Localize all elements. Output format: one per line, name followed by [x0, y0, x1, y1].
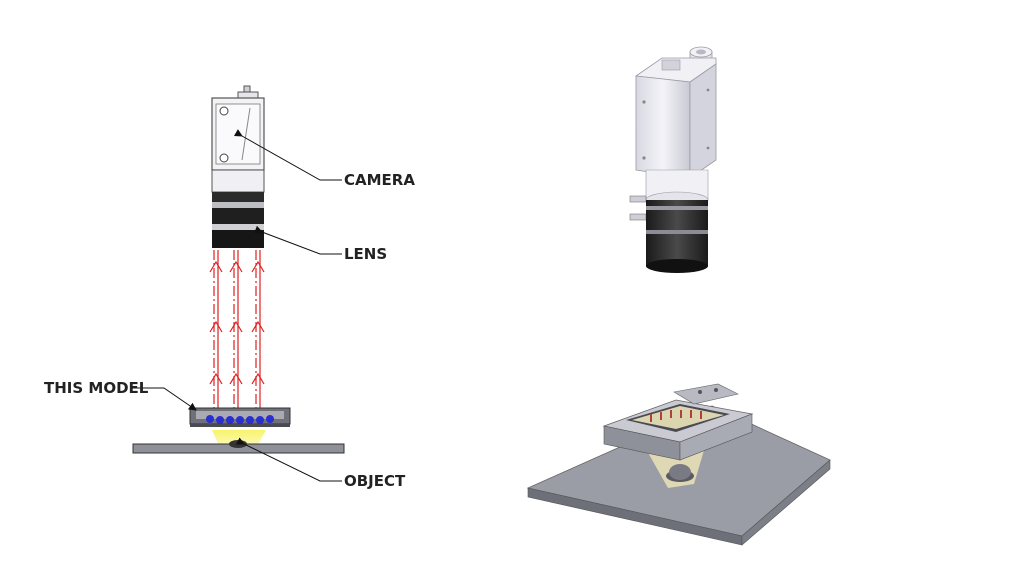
- object-label: OBJECT: [344, 472, 406, 490]
- camera-label: CAMERA: [344, 171, 415, 189]
- leader-lines: [132, 129, 342, 482]
- camera-2d: [211, 85, 265, 193]
- light-rays: [209, 250, 265, 425]
- camera-3d-render: [629, 46, 717, 273]
- lens-label: LENS: [344, 245, 388, 263]
- ring-light-3d-render: [526, 383, 831, 546]
- lens-2d: [212, 192, 264, 248]
- schematic-view: [132, 85, 345, 482]
- this-model-label: THIS MODEL: [44, 379, 149, 397]
- object-plate: [132, 440, 345, 454]
